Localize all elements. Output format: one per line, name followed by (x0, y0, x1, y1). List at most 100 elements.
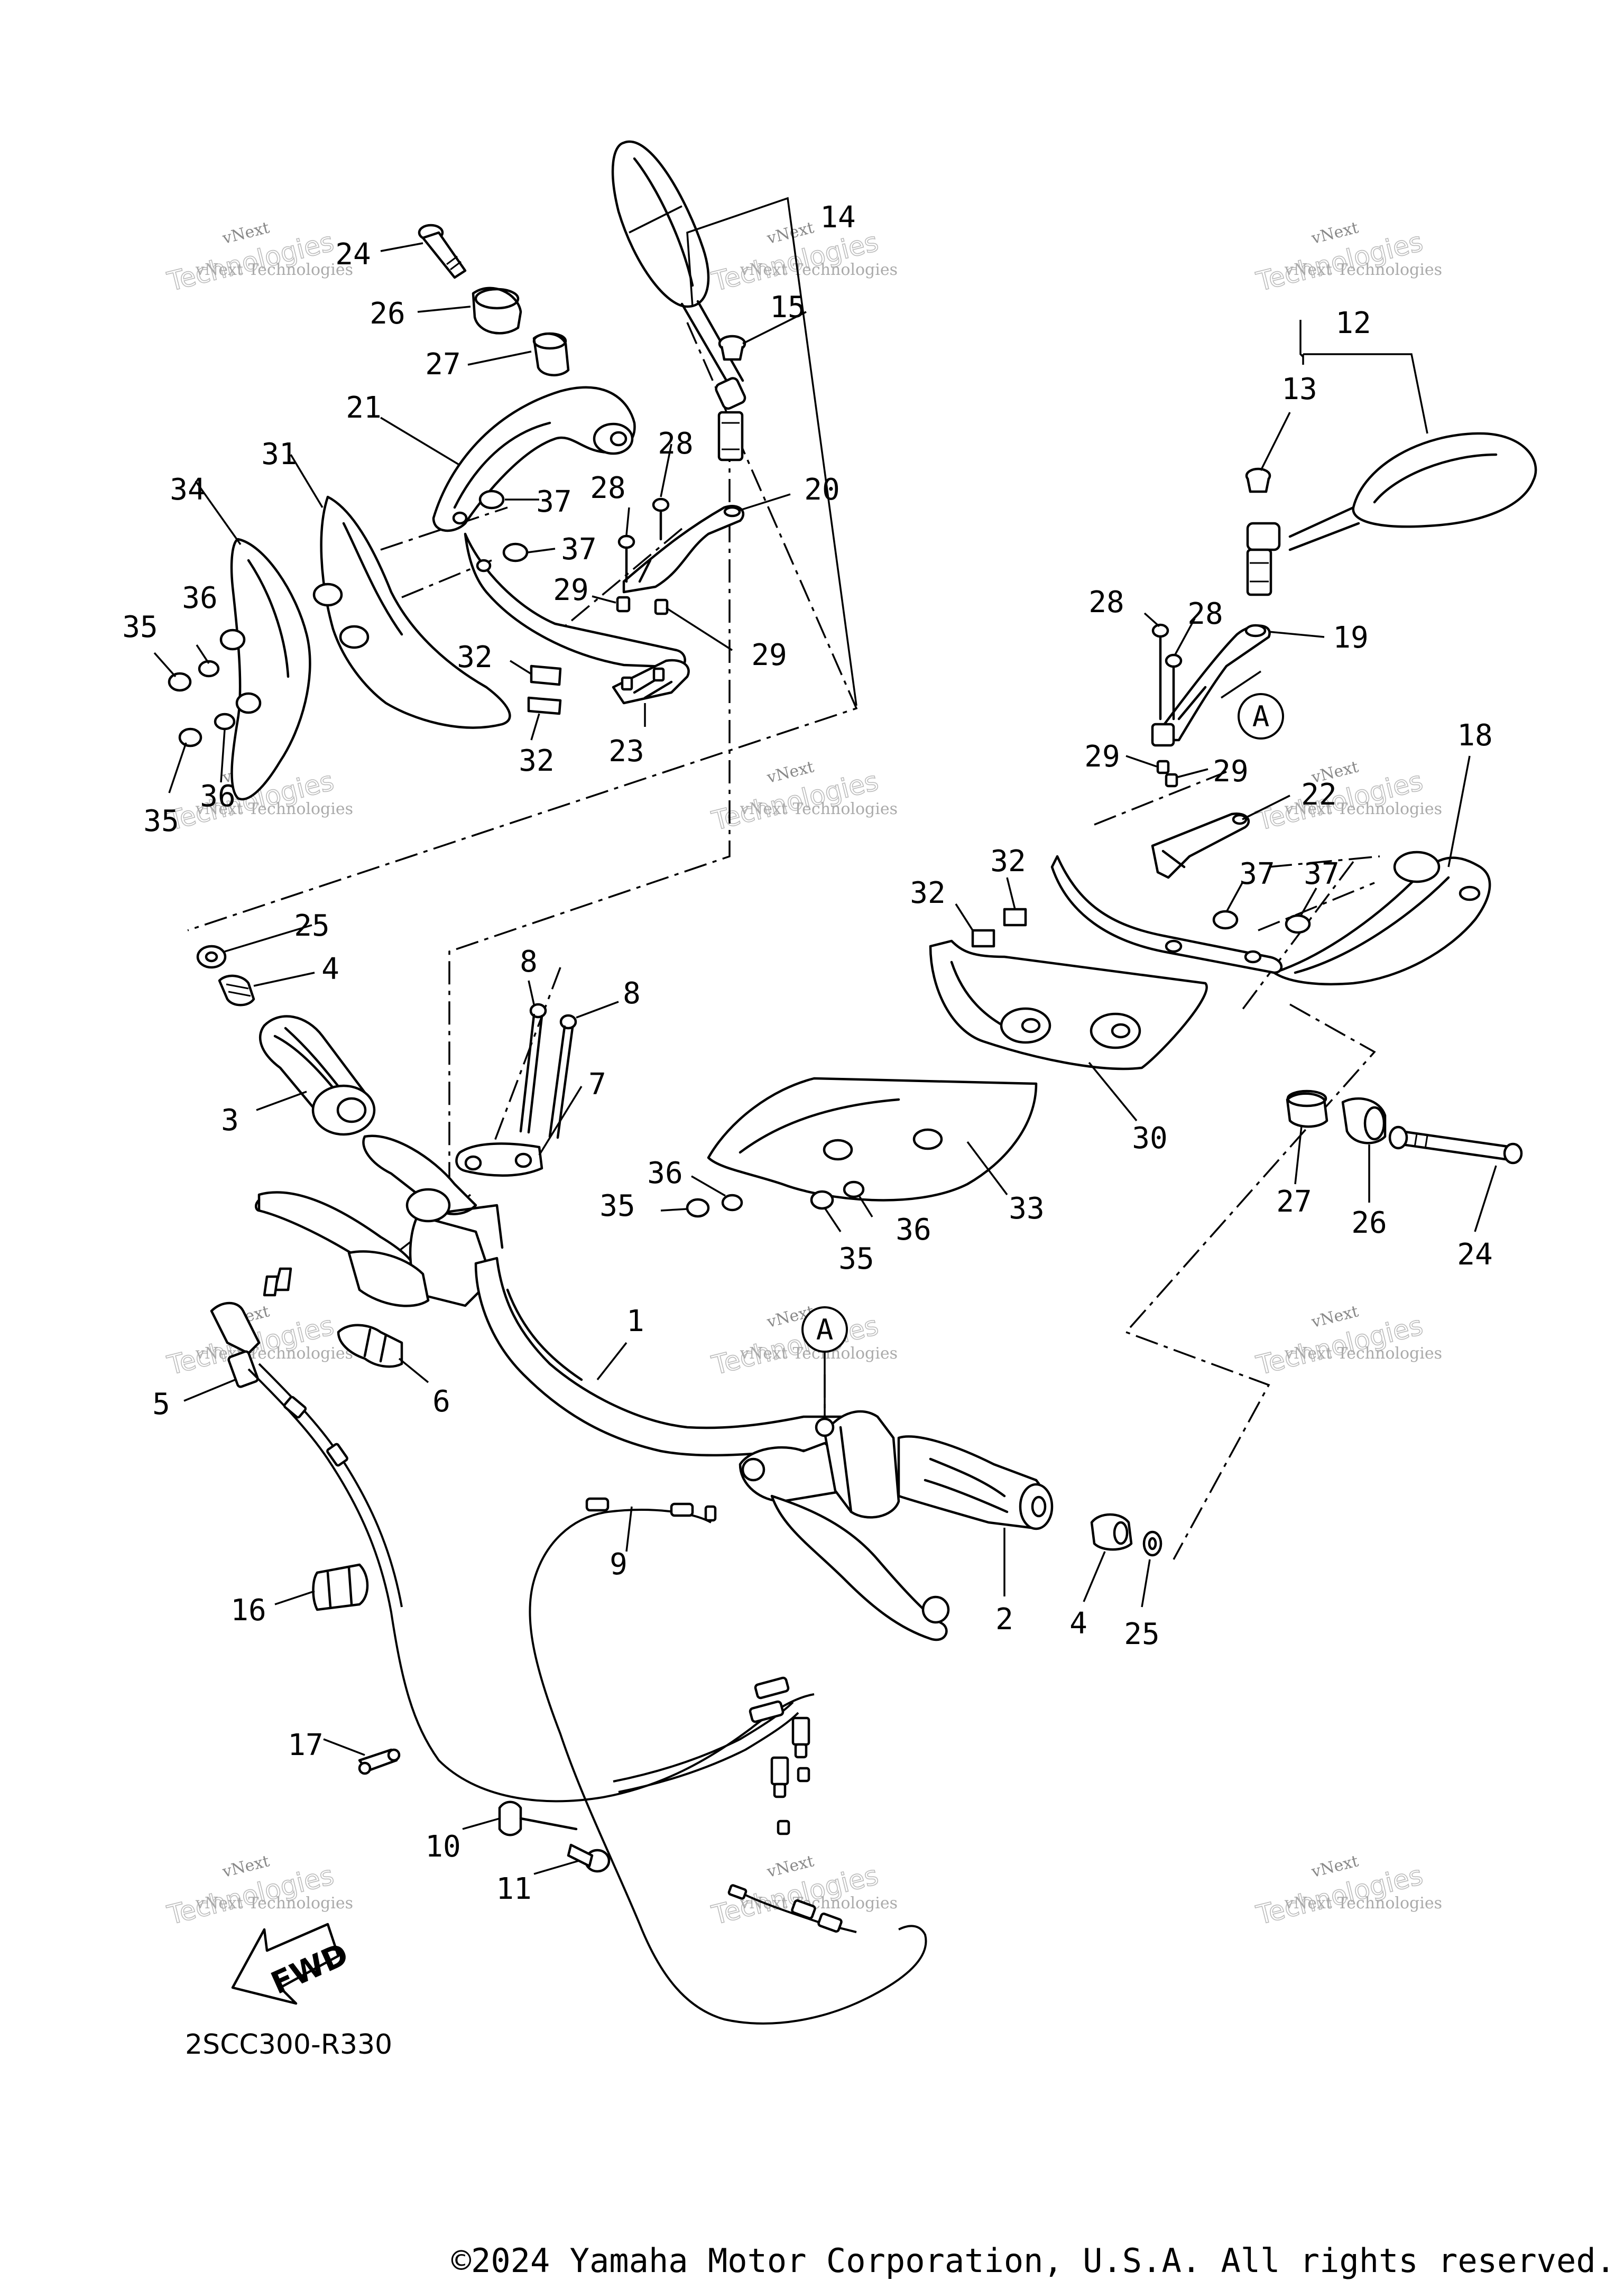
clips-32-right (971, 908, 1027, 948)
callout-19: 19 (1333, 621, 1368, 655)
watermark: Technologies vNext vNext Technologies (1253, 1852, 1442, 1931)
fasteners-35-36-left (168, 660, 236, 747)
callout-35-right-left: 35 (599, 1189, 635, 1223)
watermark: Technologies vNext vNext Technologies (708, 1302, 898, 1381)
mirror-cap-left (718, 335, 746, 361)
callout-8-upper: 8 (520, 945, 538, 979)
callout-20: 20 (804, 473, 839, 507)
callout-12: 12 (1335, 306, 1371, 340)
spacers-29-left (616, 596, 669, 615)
screws-28-right (1151, 623, 1183, 721)
washer-25-left (196, 945, 227, 969)
callout-31: 31 (261, 437, 297, 472)
callout-28-right-left: 28 (1088, 585, 1124, 620)
left-lever-assembly (255, 1134, 504, 1307)
cover-33-right (707, 1077, 1038, 1202)
knuckle-guard-21-left (432, 386, 686, 669)
watermark-line3: vNext Technologies (1284, 1894, 1442, 1913)
reference-mark-a-text: A (1252, 700, 1270, 733)
clamp-7 (455, 1142, 543, 1177)
callout-37-left-lower: 37 (561, 532, 596, 567)
callout-1: 1 (626, 1304, 644, 1338)
callout-34: 34 (170, 473, 205, 507)
callout-36-left-upper: 36 (182, 581, 217, 615)
callout-32-right-right: 32 (990, 844, 1026, 879)
watermark: Technologies vNext vNext Technologies (1253, 218, 1442, 298)
callout-24-right: 24 (1457, 1238, 1492, 1272)
callout-29-left-lower: 29 (751, 638, 787, 672)
watermark-line3: vNext Technologies (195, 261, 353, 279)
bracket-20 (622, 505, 744, 594)
callout-35-right-right: 35 (838, 1242, 874, 1276)
screws-28-left (617, 497, 670, 583)
callout-36-right-left: 36 (647, 1156, 682, 1190)
collar-27-left (532, 332, 570, 376)
right-mirror (1246, 432, 1537, 596)
cover-34-left (219, 538, 311, 801)
watermark-line3: vNext Technologies (1284, 1344, 1442, 1363)
callout-15: 15 (770, 290, 805, 325)
mirror-cap-right (1245, 467, 1271, 493)
clips-32-left (527, 664, 562, 715)
copyright-notice: ©2024 Yamaha Motor Corporation, U.S.A. A… (451, 2241, 1616, 2280)
assembly-guide-lines (187, 322, 1380, 1560)
callout-5: 5 (152, 1387, 170, 1421)
watermark-line3: vNext Technologies (740, 800, 898, 818)
callout-29-right-right: 29 (1213, 754, 1248, 789)
bar-end-weight-26-left (472, 287, 522, 335)
washer-25-right (1142, 1530, 1162, 1557)
callout-numbers: 1 2 3 4 4 5 6 7 8 8 9 10 11 12 13 14 15 … (122, 200, 1492, 1906)
bolt-24-left (418, 224, 467, 279)
callout-22: 22 (1301, 778, 1336, 812)
callout-35-left-lower: 35 (143, 804, 179, 838)
clip-6 (337, 1324, 403, 1368)
callout-4-left: 4 (321, 952, 339, 986)
callout-26-right: 26 (1351, 1206, 1387, 1240)
bracket-22 (1151, 812, 1250, 879)
watermark: Technologies vNext vNext Technologies (1253, 1302, 1442, 1381)
bolts-8 (519, 1003, 577, 1139)
watermark-line3: vNext Technologies (195, 800, 353, 818)
callout-7: 7 (588, 1067, 606, 1102)
callout-27-left: 27 (425, 347, 460, 382)
plug-4-right (1090, 1513, 1133, 1551)
bracket-23 (612, 659, 690, 705)
nuts-37-left (452, 490, 529, 572)
plug-4-left (218, 974, 255, 1007)
callout-37-right-right: 37 (1304, 857, 1339, 891)
reference-mark-a-text: A (816, 1313, 834, 1346)
watermark-line3: vNext Technologies (1284, 800, 1442, 818)
reference-mark-a-upper: A (1238, 693, 1284, 740)
callout-32-left-upper: 32 (457, 640, 492, 675)
callout-32-left-lower: 32 (519, 744, 554, 778)
callout-25-left: 25 (294, 909, 329, 943)
nuts-37-right (1165, 910, 1311, 964)
watermark-line3: vNext Technologies (740, 261, 898, 279)
callout-37-left-upper: 37 (536, 485, 571, 519)
callout-2: 2 (995, 1602, 1013, 1637)
callout-9: 9 (610, 1547, 628, 1582)
hand-guard-30-right (929, 939, 1208, 1070)
watermark-line3: vNext Technologies (195, 1894, 353, 1913)
callout-24-left: 24 (335, 237, 371, 272)
cable-9 (529, 1497, 927, 2025)
hand-guard-31-left (312, 495, 511, 729)
watermark: Technologies vNext vNext Technologies (1253, 758, 1442, 837)
fasteners-35-36-right (686, 1180, 865, 1218)
callout-27-right: 27 (1276, 1185, 1312, 1219)
callout-25-right: 25 (1124, 1617, 1159, 1651)
callout-30: 30 (1132, 1121, 1167, 1156)
callout-6: 6 (432, 1384, 450, 1419)
callout-8-lower: 8 (623, 976, 641, 1011)
callout-17: 17 (288, 1728, 323, 1762)
callout-13: 13 (1281, 372, 1317, 407)
callout-29-right-left: 29 (1084, 740, 1120, 774)
callout-33: 33 (1009, 1192, 1044, 1226)
right-control-assembly (739, 1410, 1054, 1641)
reference-mark-a-lower: A (801, 1306, 848, 1353)
leader-lines (153, 197, 1497, 1875)
callout-11: 11 (496, 1872, 531, 1906)
bracket-19 (1151, 624, 1271, 747)
callout-35-left-upper: 35 (122, 610, 158, 644)
